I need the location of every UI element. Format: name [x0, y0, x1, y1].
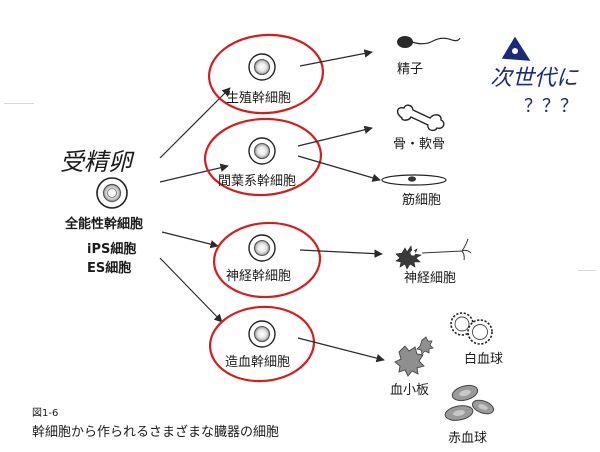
arrow-to-sperm — [299, 49, 373, 67]
fertilized-egg-note: 受精卵 — [60, 148, 132, 176]
white-blood-cell-label: 白血球 — [464, 352, 504, 367]
platelet-icon — [394, 336, 434, 377]
bone-icon — [397, 104, 445, 132]
scan-artifact-line — [578, 270, 596, 271]
mesenchymal-stem-node — [203, 117, 323, 197]
scan-artifact-line — [4, 103, 34, 104]
platelet-label: 血小板 — [390, 383, 430, 398]
sperm-icon — [397, 36, 461, 48]
figure-number: 図1-6 — [32, 408, 59, 419]
arrow-to-blood — [297, 337, 385, 363]
sperm-label: 精子 — [397, 62, 424, 77]
totipotent-cell-icon — [96, 177, 128, 209]
question-marks-note: ？？？ — [524, 96, 578, 117]
hematopoietic-stem-cell-label: 造血幹細胞 — [225, 355, 291, 370]
nerve-cell-icon — [395, 238, 472, 270]
es-cell-label: ES細胞 — [87, 261, 132, 276]
nerve-cell-label: 神経細胞 — [404, 271, 457, 286]
arrow-to-mesenchymal — [159, 163, 229, 183]
red-blood-cell-icon — [444, 384, 495, 421]
figure-caption: 幹細胞から作られるさまざまな臓器の細胞 — [32, 425, 280, 440]
red-blood-cell-label: 赤血球 — [448, 431, 488, 446]
neural-stem-node — [212, 221, 322, 299]
germline-stem-node — [207, 33, 325, 115]
hematopoietic-stem-node — [208, 305, 316, 383]
arrow-to-neural — [161, 231, 219, 249]
arrow-to-nerve — [299, 249, 383, 258]
arrow-to-hematopoietic — [159, 257, 223, 323]
ips-cell-label: iPS細胞 — [87, 242, 137, 257]
triangle-doodle-icon — [501, 36, 531, 61]
white-blood-cell-icon — [450, 312, 493, 345]
germline-stem-cell-label: 生殖幹細胞 — [226, 91, 292, 106]
next-generation-note: 次世代に — [490, 66, 579, 91]
arrow-to-bone — [297, 125, 373, 147]
neural-stem-cell-label: 神経幹細胞 — [226, 269, 292, 284]
mesenchymal-stem-cell-label: 間葉系幹細胞 — [218, 174, 297, 189]
arrow-to-germline — [159, 87, 231, 159]
bone-cartilage-label: 骨・軟骨 — [393, 137, 446, 152]
muscle-cell-icon — [381, 174, 447, 186]
arrow-to-muscle — [297, 155, 381, 182]
totipotent-stem-cell-label: 全能性幹細胞 — [65, 217, 144, 232]
muscle-cell-label: 筋細胞 — [402, 193, 442, 208]
